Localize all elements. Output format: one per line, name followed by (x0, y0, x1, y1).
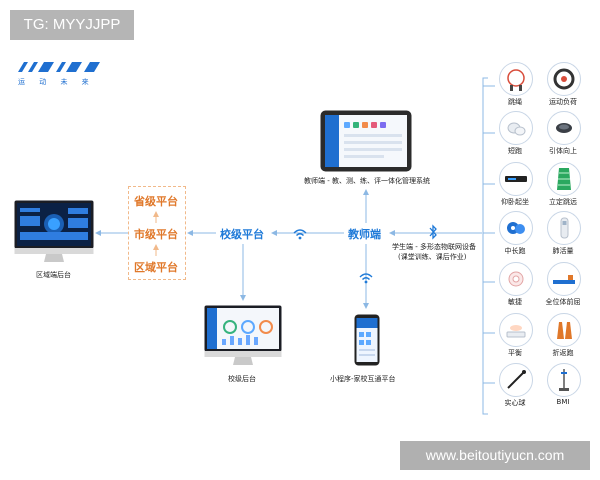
teacher-system-label: 教师端 - 教、测、练、评一体化管理系统 (304, 176, 430, 186)
student-device-sublabel: (课堂训练、课后作业) (398, 252, 466, 262)
teacher-tablet-icon (320, 110, 412, 172)
city-platform: 市级平台 (134, 226, 178, 242)
sit-and-reach-sensor-icon (547, 262, 581, 296)
bmi-sensor-icon (547, 363, 581, 397)
sensor-label: 仰卧起坐 (490, 197, 540, 207)
sensor-label: 折返跑 (538, 348, 588, 358)
province-platform: 省级平台 (134, 193, 178, 209)
student-device-label: 学生端 - 多形态物联网设备 (392, 242, 476, 252)
teacher-node: 教师端 (348, 226, 381, 242)
brand-logo-icon (18, 60, 100, 74)
sensor-label: 平衡 (490, 348, 540, 358)
sensor-label: BMI (538, 398, 588, 406)
exercise-load-sensor-icon (547, 62, 581, 96)
sensor-label: 全位体前屈 (538, 297, 588, 307)
mini-program-phone-icon (354, 314, 380, 366)
region-backend-label: 区域端后台 (36, 270, 71, 280)
sensor-label: 立定跳远 (538, 197, 588, 207)
region-platform: 区域平台 (134, 259, 178, 275)
sensor-label: 敏捷 (490, 297, 540, 307)
sensor-label: 短跑 (490, 146, 540, 156)
sprint-sensor-icon (499, 111, 533, 145)
school-platform-node: 校级平台 (220, 226, 264, 242)
shuttle-run-sensor-icon (547, 313, 581, 347)
sensor-label: 运动负荷 (538, 97, 588, 107)
wifi-icon (358, 272, 374, 284)
watermark: www.beitoutiyucn.com (400, 441, 590, 470)
region-backend-monitor-icon (14, 200, 94, 264)
lung-capacity-sensor-icon (547, 211, 581, 245)
sensor-label: 跳绳 (490, 97, 540, 107)
sensor-label: 肺活量 (538, 246, 588, 256)
tg-tag: TG: MYYJJPP (10, 10, 134, 40)
distance-run-sensor-icon (499, 211, 533, 245)
mini-program-label: 小程序-家校互通平台 (330, 374, 396, 384)
agility-sensor-icon (499, 262, 533, 296)
medicine-ball-sensor-icon (499, 363, 533, 397)
sensor-label: 实心球 (490, 398, 540, 408)
school-backend-monitor-icon (204, 305, 282, 367)
standing-jump-sensor-icon (547, 162, 581, 196)
sensor-label: 引体向上 (538, 146, 588, 156)
wifi-icon (292, 228, 308, 240)
school-backend-label: 校级后台 (228, 374, 256, 384)
logo-subtitle: 运 动 未 来 (18, 77, 95, 87)
sensor-label: 中长跑 (490, 246, 540, 256)
sit-up-sensor-icon (499, 162, 533, 196)
bluetooth-icon (428, 224, 438, 240)
balance-sensor-icon (499, 313, 533, 347)
jump-rope-sensor-icon (499, 62, 533, 96)
pull-up-sensor-icon (547, 111, 581, 145)
